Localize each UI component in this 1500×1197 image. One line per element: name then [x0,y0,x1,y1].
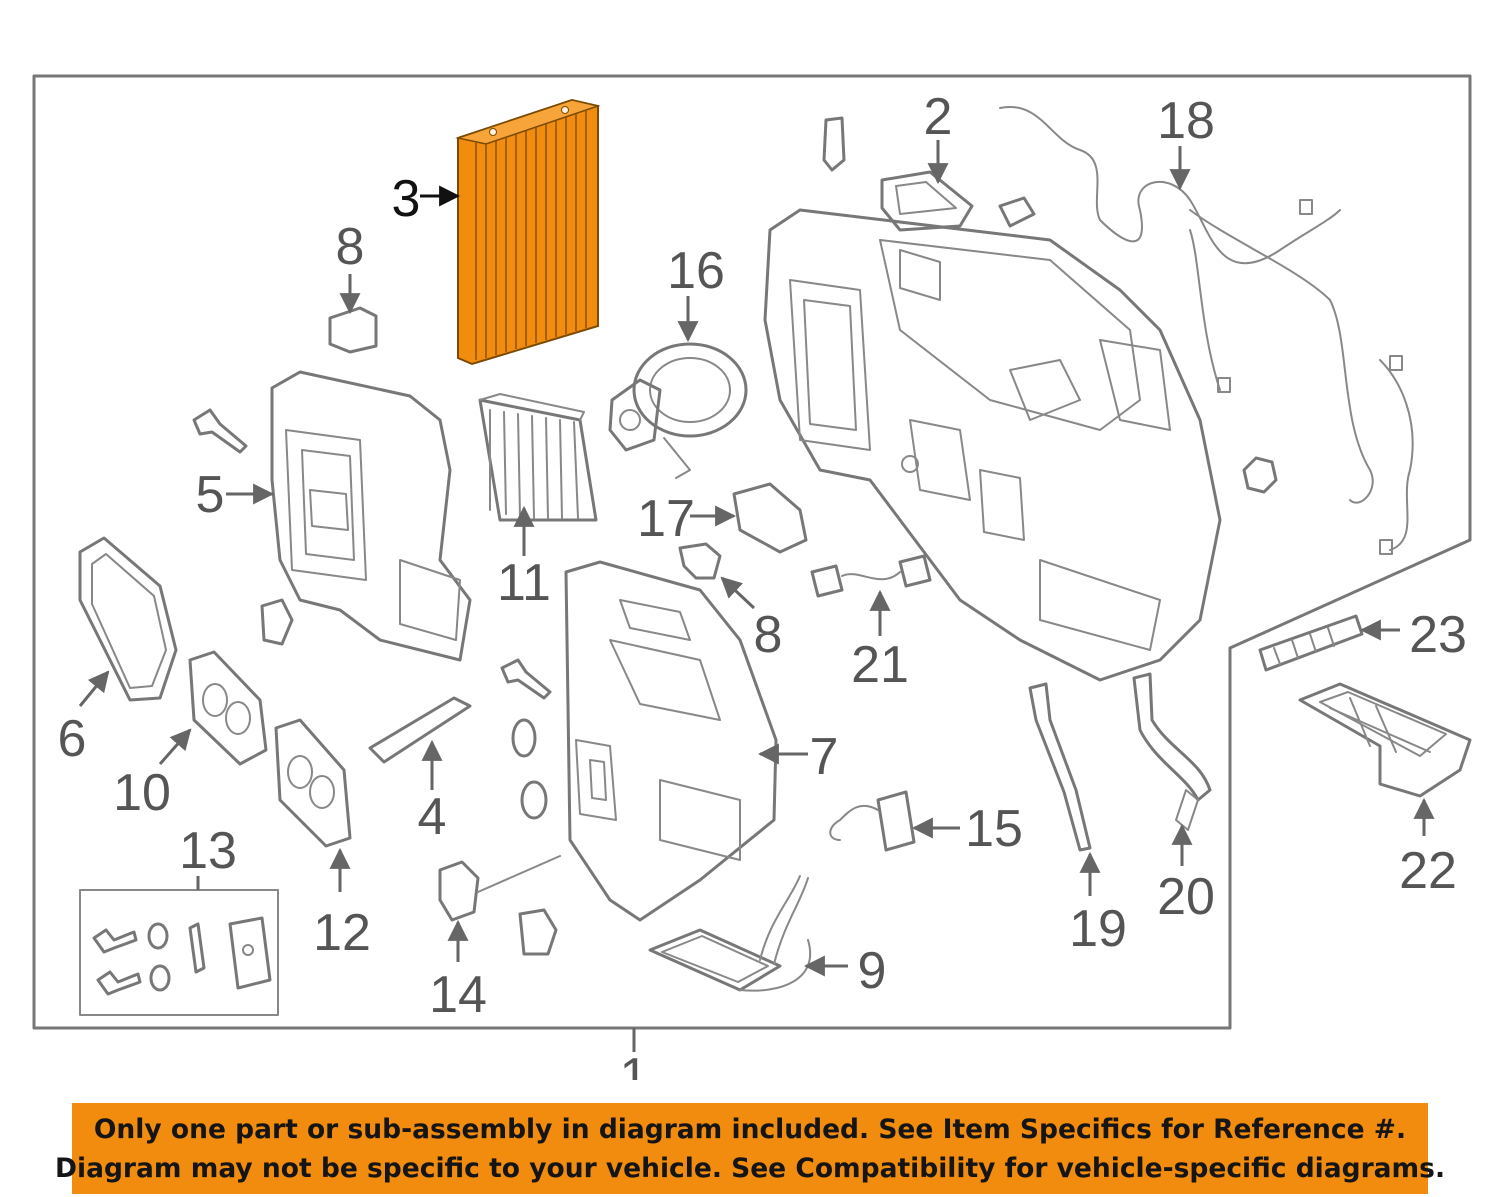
callout-5: 5 [196,466,225,524]
callout-11: 11 [497,554,551,612]
clip-part [260,598,294,646]
callout-13: 13 [179,822,237,880]
callout-18: 18 [1157,92,1215,150]
evaporator-part [478,393,598,522]
drain-hose-part [1132,672,1212,802]
parts-diagram: 1 2 3 4 5 6 7 8 8 9 10 11 12 13 14 15 16… [32,74,1472,1080]
callout-23: 23 [1409,606,1467,664]
assembly-boundary [32,74,1472,1030]
gasket-part [78,536,178,702]
callout-3: 3 [392,170,421,228]
clip-part [998,196,1036,228]
callout-16: 16 [667,242,725,300]
housing-left-part [270,370,472,662]
disclaimer-banner: Only one part or sub-assembly in diagram… [55,1103,1445,1194]
bolt-part [192,408,248,454]
seal-plate-part [188,650,268,766]
callout-10: 10 [113,764,171,822]
disclaimer-line-2: Diagram may not be specific to your vehi… [55,1152,1446,1184]
callout-6: 6 [58,710,87,768]
filter-housing-part [1298,682,1472,798]
seal-plate-part [274,718,352,848]
callout-8-lower: 8 [754,606,783,664]
callout-4: 4 [418,788,447,846]
cabin-air-filter-part [455,98,601,366]
wiring-harness-part [999,105,1414,551]
hvac-housing-main [763,208,1222,682]
callout-2: 2 [924,88,953,146]
callout-22: 22 [1399,842,1457,900]
filter-element-part [1258,614,1364,672]
clip-part [822,116,846,172]
o-ring-part [511,718,537,758]
grommet-part [1242,456,1278,494]
clip-part [518,908,558,956]
disclaimer-line-1: Only one part or sub-assembly in diagram… [93,1113,1407,1145]
drain-hose-part [1028,682,1092,852]
sensor-part-lower [678,542,722,580]
o-ring-part [520,780,548,820]
callout-14: 14 [429,966,487,1024]
callout-17: 17 [637,490,695,548]
hardware-kit-box [79,889,279,1016]
bolt-part [500,658,552,700]
blower-motor-part [608,342,748,479]
hardware-kit-contents [92,916,272,996]
heater-core-part [648,875,811,992]
sensor-part-upper [328,306,378,354]
bracket-part [368,696,472,764]
callout-19: 19 [1069,900,1127,958]
callout-20: 20 [1157,868,1215,926]
callout-15: 15 [965,800,1023,858]
actuator-part [732,482,808,554]
hose-connector-part [810,554,932,598]
callout-1: 1 [620,1048,649,1080]
expansion-valve-part [829,790,916,852]
callout-12: 12 [313,904,371,962]
housing-center-part [564,560,778,922]
callout-9: 9 [858,942,887,1000]
callout-8-upper: 8 [336,218,365,276]
callout-21: 21 [851,636,909,694]
callout-7: 7 [810,728,839,786]
temperature-sensor-part [438,855,561,922]
